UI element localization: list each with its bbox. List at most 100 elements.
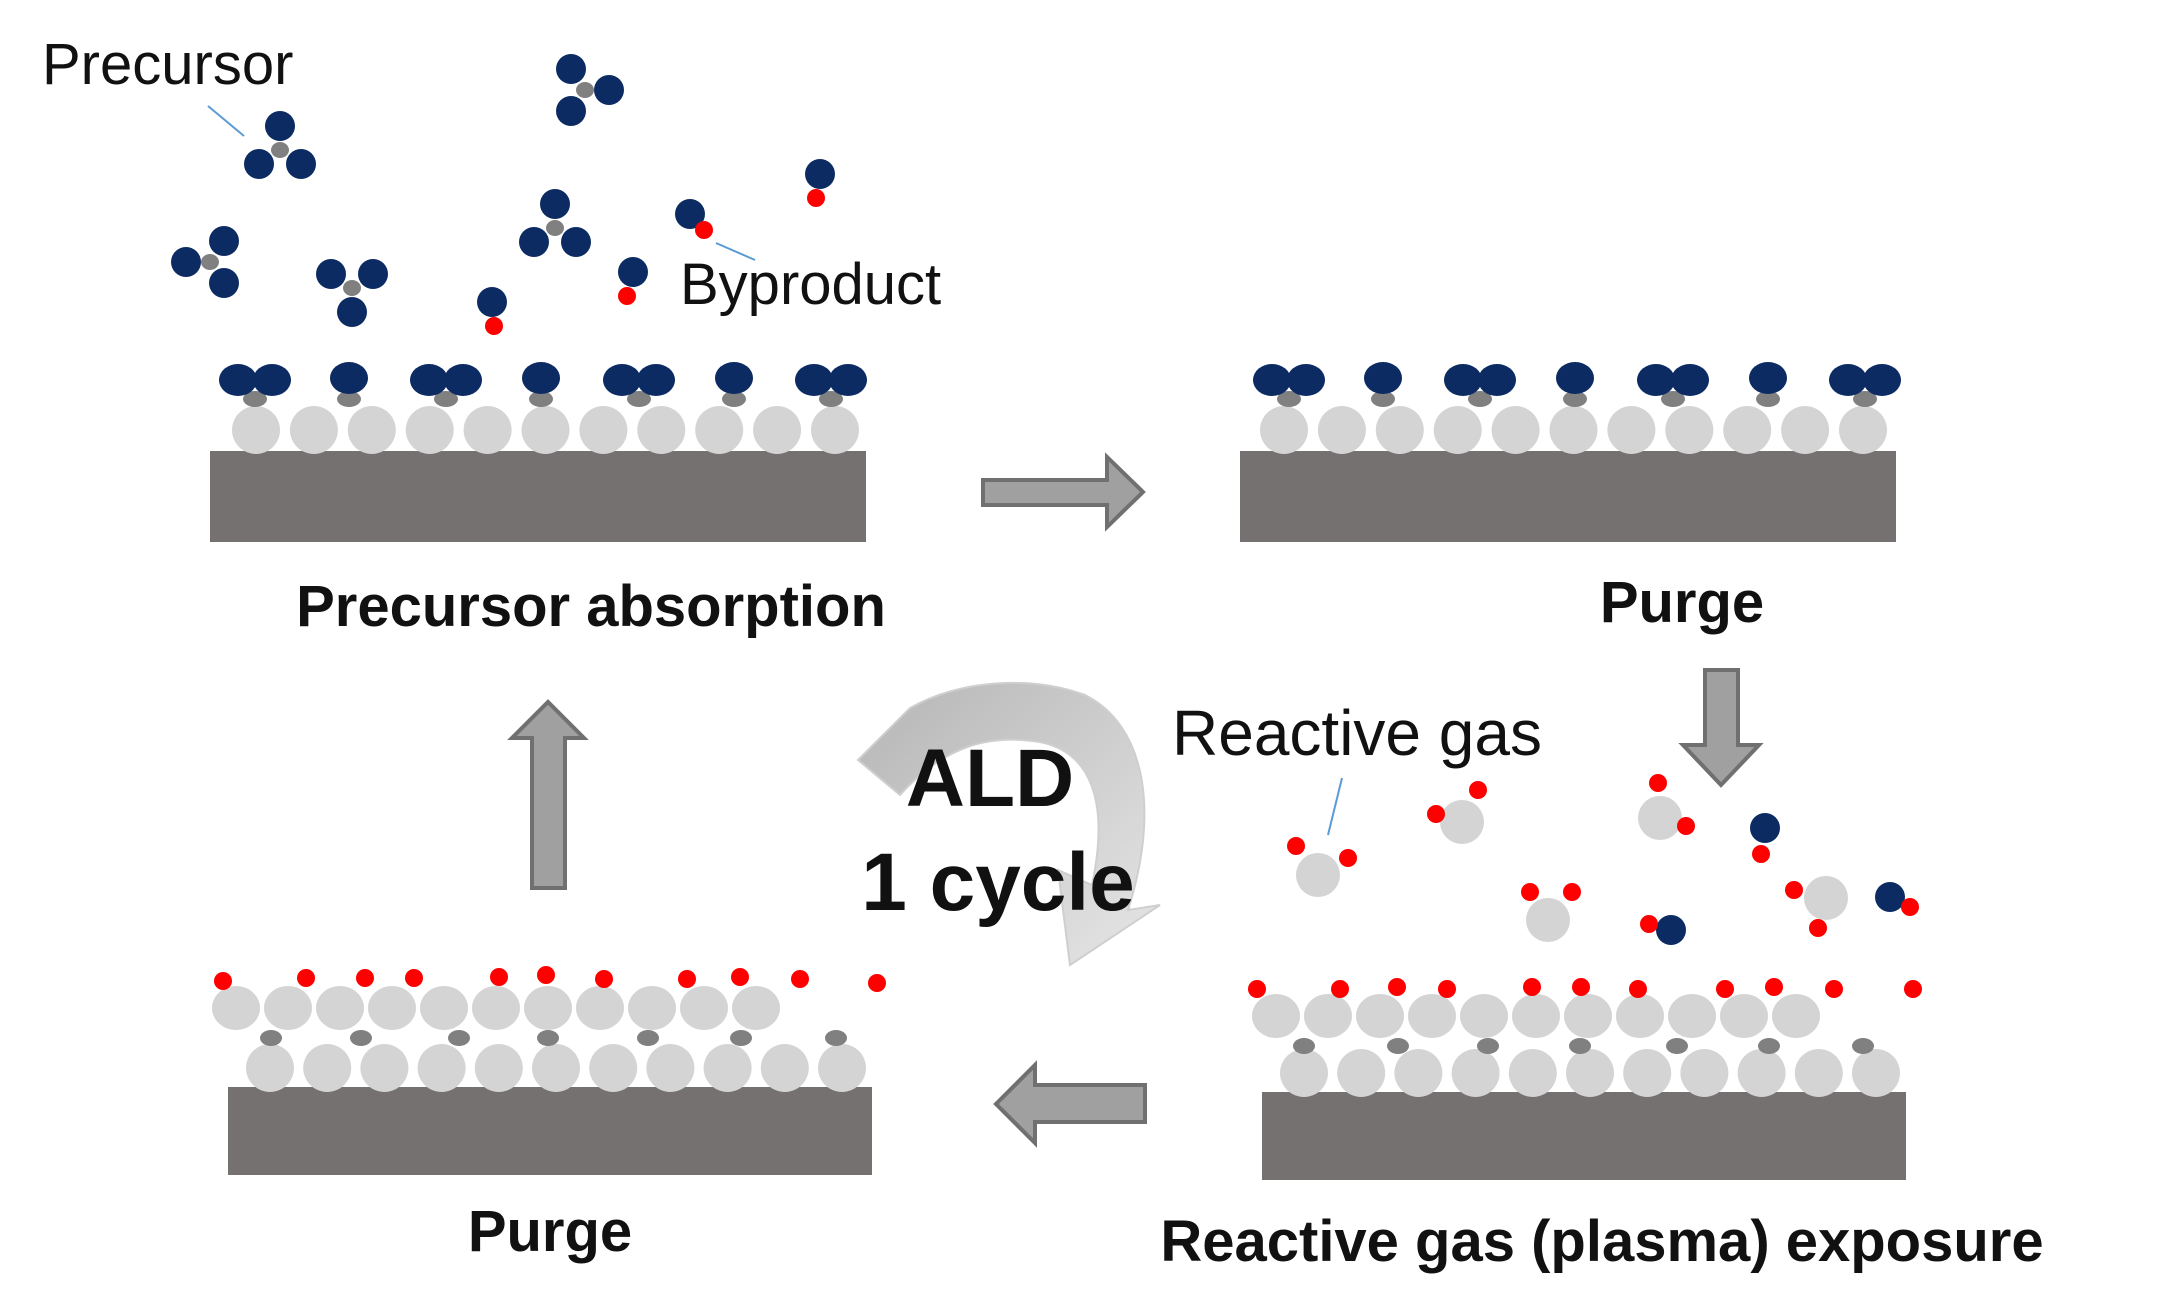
ligand (265, 111, 295, 141)
surface-atom (811, 406, 859, 454)
precursor-center (343, 280, 361, 296)
ligand (522, 362, 560, 394)
reactive-gas-leader-line (1327, 777, 1343, 836)
precursor-center (576, 82, 594, 98)
surface-atom (1375, 406, 1424, 454)
panel-precursor-absorption (171, 54, 867, 542)
ligand (1287, 364, 1325, 396)
adsorbed-bond (722, 391, 746, 407)
reactive-atom (1287, 837, 1305, 855)
surface-atom (1433, 406, 1482, 454)
reactive-atom (1649, 774, 1667, 792)
surface-atom (521, 406, 570, 454)
surface-atom-row (1280, 1049, 1900, 1097)
surface-atom (637, 406, 686, 454)
reactive-gas-molecule (1296, 853, 1340, 897)
surface-atom (1737, 1049, 1786, 1097)
film-atom (1252, 994, 1300, 1038)
reactive-gas-molecule (1804, 876, 1848, 920)
film-bond (260, 1030, 282, 1046)
adsorbed-bond (1371, 391, 1395, 407)
precursor-center (201, 254, 219, 270)
surface-atom (347, 406, 396, 454)
byproduct-ligand (618, 257, 648, 287)
step-label-precursor-absorption: Precursor absorption (296, 574, 886, 639)
ligand (1637, 364, 1675, 396)
gas-phase-molecules (1287, 774, 1919, 945)
ligand (1829, 364, 1867, 396)
reactive-atom (1677, 817, 1695, 835)
substrate (1240, 451, 1896, 542)
gas-phase-molecules (171, 54, 835, 335)
reactive-atom (1339, 849, 1357, 867)
surface-atom-row (246, 1044, 866, 1092)
surface-atom (579, 406, 628, 454)
film-atom (1668, 994, 1716, 1038)
reactive-gas-label: Reactive gas (1172, 697, 1542, 769)
surface-atom (1680, 1049, 1729, 1097)
substrate (210, 451, 866, 542)
panel-reactive-gas-exposure (1248, 774, 1922, 1180)
reactive-atom (1427, 805, 1445, 823)
reactive-atom (1388, 978, 1406, 996)
ligand (603, 364, 641, 396)
step-label-reactive-gas-exposure: Reactive gas (plasma) exposure (1160, 1209, 2043, 1274)
ligand (253, 364, 291, 396)
surface-atom (589, 1044, 638, 1092)
step-label-purge-bottom: Purge (468, 1199, 632, 1264)
surface-atom (1607, 406, 1656, 454)
reactive-atom (1785, 881, 1803, 899)
adsorbed-bond (434, 391, 458, 407)
reactive-atom (1523, 978, 1541, 996)
adsorbed-bond (1756, 391, 1780, 407)
reactive-atom (1765, 978, 1783, 996)
film-layer-row (212, 966, 886, 1046)
ligand (594, 75, 624, 105)
ligand (1444, 364, 1482, 396)
film-atom (628, 986, 676, 1030)
ligand (795, 364, 833, 396)
reactive-gas-molecule (1638, 796, 1682, 840)
byproduct-atom (695, 221, 713, 239)
surface-atom (1852, 1049, 1900, 1097)
cycle-label-ald: ALD (906, 733, 1075, 824)
film-atom (1304, 994, 1352, 1038)
film-bond (1387, 1038, 1409, 1054)
adsorbed-precursor-row (219, 362, 867, 407)
surface-atom (1491, 406, 1540, 454)
surface-atom (1394, 1049, 1443, 1097)
film-atom (368, 986, 416, 1030)
surface-atom (303, 1044, 352, 1092)
byproduct-atom (1752, 845, 1770, 863)
byproduct-atom (807, 189, 825, 207)
surface-atom (1781, 406, 1830, 454)
adsorbed-bond (1661, 391, 1685, 407)
ligand (219, 364, 257, 396)
surface-atom (232, 406, 280, 454)
reactive-atom (1331, 980, 1349, 998)
ligand (1364, 362, 1402, 394)
ligand (637, 364, 675, 396)
adsorbed-bond (1468, 391, 1492, 407)
adsorbed-bond (1853, 391, 1877, 407)
film-bond (637, 1030, 659, 1046)
ligand (556, 96, 586, 126)
ligand (1863, 364, 1901, 396)
surface-atom (1260, 406, 1308, 454)
byproduct-ligand (675, 199, 705, 229)
cycle-label-count: 1 cycle (861, 837, 1135, 928)
ligand (244, 149, 274, 179)
film-bond (1666, 1038, 1688, 1054)
byproduct-ligand (805, 159, 835, 189)
surface-atom (1794, 1049, 1843, 1097)
cycle-arrow (856, 681, 1161, 967)
adsorbed-bond (1563, 391, 1587, 407)
film-atom (732, 986, 780, 1030)
reactive-atom (1438, 980, 1456, 998)
adsorbed-bond (1277, 391, 1301, 407)
reactive-atom (1809, 919, 1827, 937)
byproduct-leader-line (715, 242, 756, 261)
ligand (715, 362, 753, 394)
precursor-label: Precursor (42, 32, 293, 97)
reactive-atom (1904, 980, 1922, 998)
